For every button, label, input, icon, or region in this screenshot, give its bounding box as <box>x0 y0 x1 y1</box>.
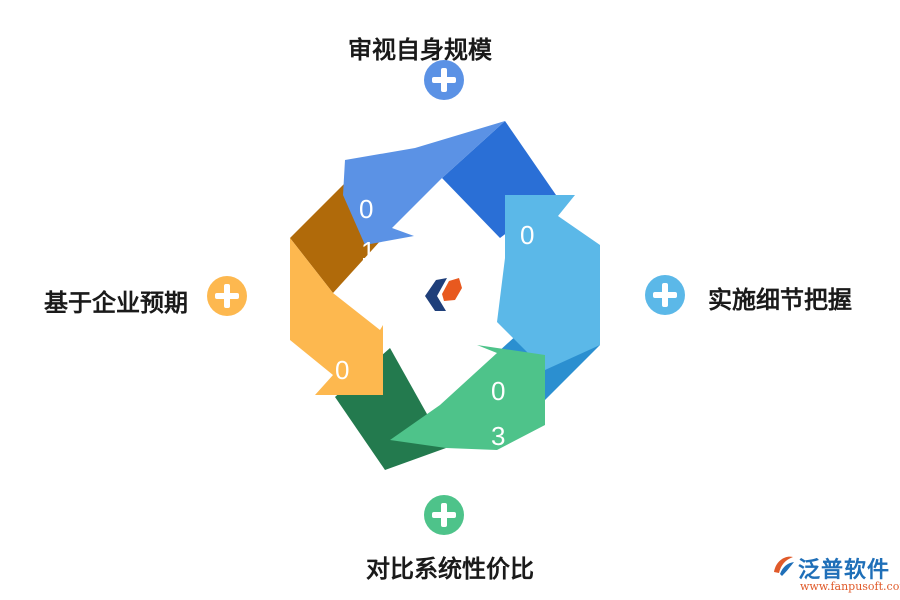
label-right: 实施细节把握 <box>708 286 852 314</box>
plus-icon-left[interactable] <box>207 276 247 316</box>
plus-icon-top[interactable] <box>424 60 464 100</box>
brand-logo-icon <box>774 556 794 576</box>
segment-3-arrow <box>390 345 545 450</box>
center-logo <box>425 278 462 311</box>
brand-logo-orange <box>774 556 793 573</box>
step-1-digit-1: 0 <box>359 194 374 224</box>
step-3-digit-2: 3 <box>491 421 506 451</box>
plus-icon-right[interactable] <box>645 275 685 315</box>
segment-4-arrow <box>290 238 383 395</box>
segment-1-arrow <box>343 121 505 245</box>
step-1-digit-2: 1 <box>361 236 376 266</box>
brand-url: www.fanpusoft.com <box>800 580 900 593</box>
label-top: 审视自身规模 <box>348 36 492 64</box>
plus-icon-bottom[interactable] <box>424 495 464 535</box>
brand-logo-blue <box>780 562 794 576</box>
step-4-digit-1: 0 <box>335 355 350 385</box>
brand-watermark: 泛普软件 www.fanpusoft.com <box>770 550 900 595</box>
segment-2-arrow <box>497 195 600 370</box>
label-bottom: 对比系统性价比 <box>366 555 534 583</box>
logo-blue-shape <box>425 278 447 311</box>
label-left: 基于企业预期 <box>44 289 188 317</box>
step-2-digit-1: 0 <box>520 220 535 250</box>
brand-name: 泛普软件 <box>798 558 891 583</box>
step-3-digit-1: 0 <box>491 376 506 406</box>
logo-orange-shape <box>442 278 462 301</box>
